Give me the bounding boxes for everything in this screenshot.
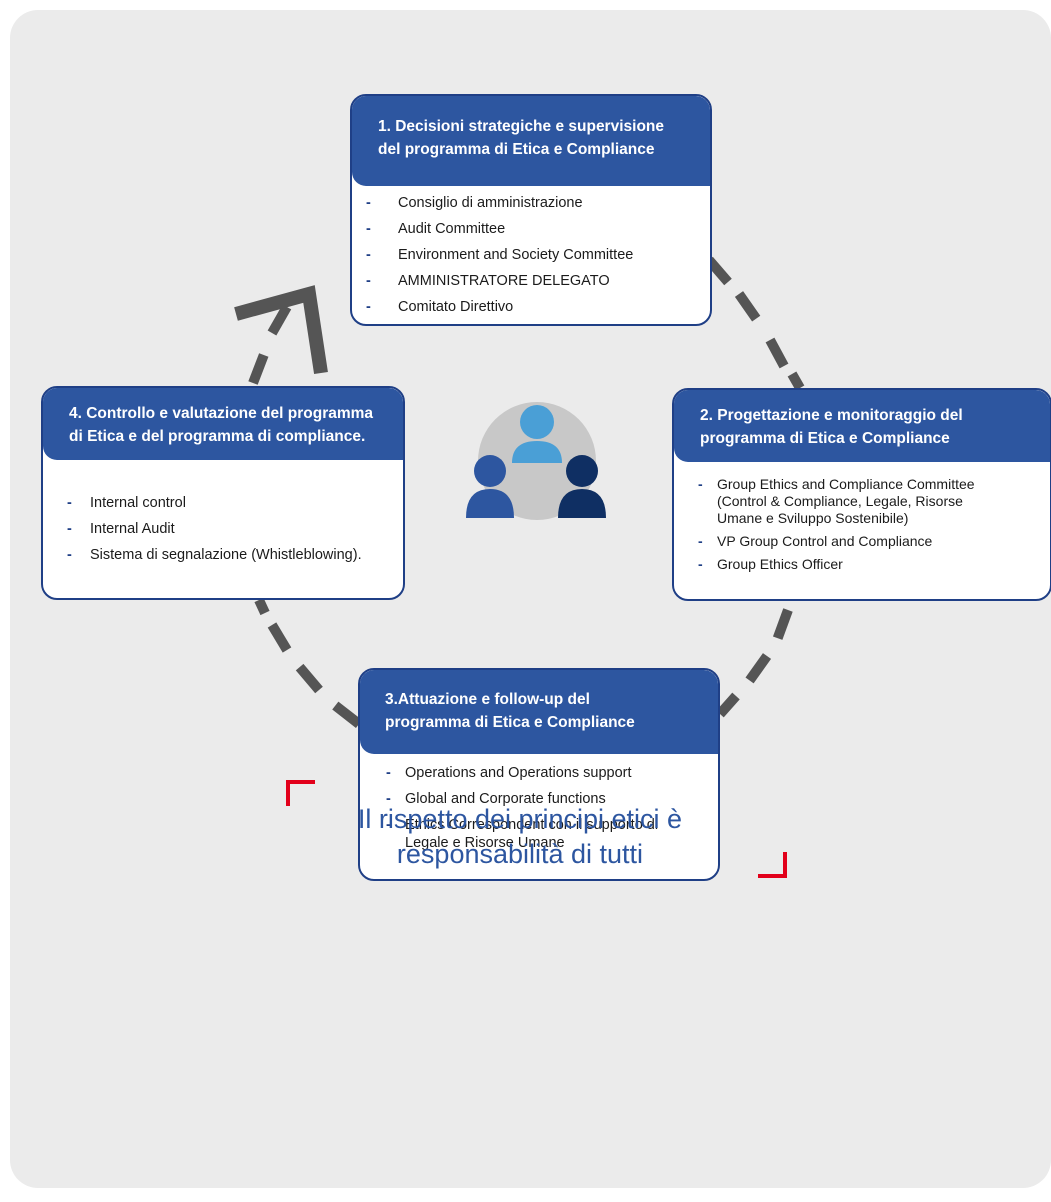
quote-corner-bottom-right	[758, 852, 787, 878]
step-2-title: 2. Progettazione e monitoraggio del prog…	[674, 390, 1050, 462]
cycle-dash-segment	[328, 699, 363, 728]
list-item-text: Internal Audit	[90, 521, 175, 537]
step-1-title-line: del programma di Etica e Compliance	[378, 141, 655, 158]
quote-line: responsabilità di tutti	[396, 839, 644, 869]
step-4-list: - Internal control - Internal Audit - Siste…	[43, 460, 403, 564]
cycle-dash-segment	[267, 622, 292, 653]
list-item: - Audit Committee	[366, 220, 710, 238]
cycle-dash-segment	[772, 608, 793, 642]
step-1-title-line: 1. Decisioni strategiche e supervisione	[378, 118, 665, 135]
list-item: - Internal Audit	[67, 520, 403, 538]
cycle-dash-segment	[734, 291, 765, 327]
step-3-title: 3.Attuazione e follow-up del programma d…	[360, 670, 718, 754]
bullet-dash: -	[67, 521, 72, 537]
step-2-title-line: programma di Etica e Compliance	[700, 430, 950, 447]
cycle-dash-segment	[787, 371, 805, 391]
step-3-list: - Operations and Operations support - Gl…	[360, 754, 718, 852]
bullet-dash: -	[386, 765, 391, 781]
step-4-title: 4. Controllo e valutazione del programma…	[43, 388, 403, 460]
step-1-list: - Consiglio di amministrazione - Audit Com…	[352, 186, 710, 316]
step-3-title-line: 3.Attuazione e follow-up del	[385, 691, 590, 708]
step-4-title-line: 4. Controllo e valutazione del programma	[69, 405, 374, 422]
bullet-dash: -	[698, 556, 703, 572]
bullet-dash: -	[386, 817, 391, 833]
list-item: - AMMINISTRATORE DELEGATO	[366, 272, 710, 290]
list-item-text: Ethics Correspondent con il supporto di	[405, 817, 659, 833]
step-1-box: 1. Decisioni strategiche e supervisione …	[350, 94, 712, 326]
bullet-dash: -	[366, 299, 371, 315]
step-2-list: - Group Ethics and Compliance Committee …	[674, 462, 1050, 573]
cycle-dashes	[248, 256, 805, 728]
step-3-box: 3.Attuazione e follow-up del programma d…	[358, 668, 720, 881]
step-4-box: 4. Controllo e valutazione del programma…	[41, 386, 405, 600]
step-3-title-line: programma di Etica e Compliance	[385, 714, 635, 731]
list-item-text: Group Ethics Officer	[717, 556, 843, 572]
list-item-text: AMMINISTRATORE DELEGATO	[398, 273, 610, 289]
step-2-title-line: 2. Progettazione e monitoraggio del	[700, 407, 963, 424]
cycle-dash-segment	[705, 256, 732, 286]
bullet-dash: -	[366, 273, 371, 289]
bullet-dash: -	[67, 547, 72, 563]
bullet-dash: -	[67, 495, 72, 511]
list-item: - Internal control	[67, 494, 403, 512]
arrowhead-icon	[234, 285, 328, 375]
list-item: - Environment and Society Committee	[366, 246, 710, 264]
step-2-box: 2. Progettazione e monitoraggio del prog…	[672, 388, 1051, 601]
list-item-text: Group Ethics and Compliance Committee	[717, 476, 975, 492]
cycle-dash-segment	[254, 597, 270, 616]
bullet-dash: -	[366, 195, 371, 211]
list-item: - Group Ethics Officer	[698, 556, 1050, 573]
cycle-dash-segment	[293, 660, 323, 694]
list-item: - Group Ethics and Compliance Committee …	[698, 476, 1050, 527]
list-item-text: Environment and Society Committee	[398, 247, 634, 263]
list-item-text: VP Group Control and Compliance	[717, 533, 933, 549]
list-item-text: Consiglio di amministrazione	[398, 195, 583, 211]
bullet-dash: -	[698, 533, 703, 549]
bullet-dash: -	[366, 247, 371, 263]
cycle-dash-segment	[765, 337, 789, 369]
list-item: - Global and Corporate functions	[386, 790, 718, 808]
people-group-icon	[466, 402, 606, 520]
bullet-dash: -	[386, 791, 391, 807]
list-item-text: (Control & Compliance, Legale, Risorse	[717, 493, 963, 509]
list-item-text: Sistema di segnalazione (Whistleblowing)…	[90, 547, 362, 563]
responsibility-quote: Il rispetto dei principi etici è respons…	[300, 802, 740, 872]
list-item: - VP Group Control and Compliance	[698, 533, 1050, 550]
cycle-dash-segment	[716, 692, 740, 718]
step-1-title: 1. Decisioni strategiche e supervisione …	[352, 96, 710, 186]
cycle-dash-segment	[248, 342, 273, 385]
cycle-dash-segment	[742, 653, 772, 687]
list-item-text: Audit Committee	[398, 221, 506, 237]
list-item: - Consiglio di amministrazione	[366, 194, 710, 212]
quote-line: Il rispetto dei principi etici è	[357, 804, 683, 834]
cycle-dash-segment	[267, 295, 297, 336]
list-item: - Operations and Operations support	[386, 764, 718, 782]
list-item-text: Operations and Operations support	[405, 765, 632, 781]
list-item-text: Internal control	[90, 495, 186, 511]
diagram-panel: 1. Decisioni strategiche e supervisione …	[10, 10, 1051, 1188]
list-item-text: Legale e Risorse Umane	[405, 835, 565, 851]
quote-corner-top-left	[286, 780, 315, 806]
list-item: - Sistema di segnalazione (Whistleblowing…	[67, 546, 403, 564]
cycle-dashed-path	[234, 256, 805, 728]
list-item-text: Umane e Sviluppo Sostenibile)	[717, 510, 909, 526]
list-item: - Comitato Direttivo	[366, 298, 710, 316]
bullet-dash: -	[698, 476, 703, 492]
step-4-title-line: di Etica e del programma di compliance.	[69, 428, 366, 445]
list-item-text: Global and Corporate functions	[405, 791, 606, 807]
list-item: - Ethics Correspondent con il supporto d…	[386, 816, 718, 852]
bullet-dash: -	[366, 221, 371, 237]
list-item-text: Comitato Direttivo	[398, 299, 514, 315]
